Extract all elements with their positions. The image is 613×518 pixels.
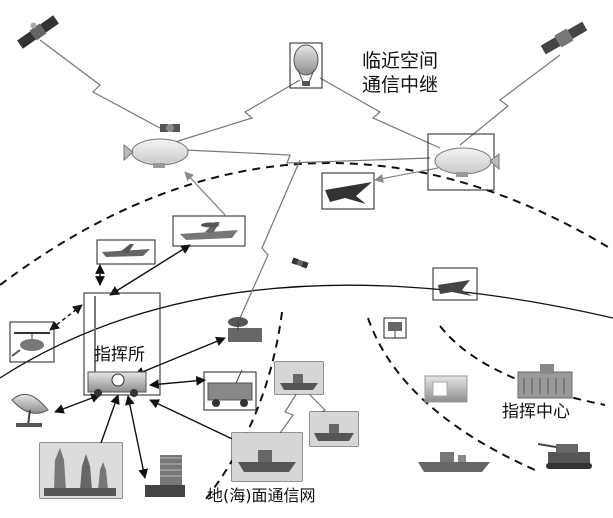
arrow-post-radar-array bbox=[124, 395, 149, 479]
warship-icon bbox=[275, 362, 323, 394]
stealth-aircraft-icon bbox=[438, 280, 472, 296]
link-balloon-airship-right bbox=[319, 77, 441, 149]
near-space-relay-label-line1: 临近空间 bbox=[362, 50, 439, 72]
missile-launcher-icon bbox=[40, 443, 122, 498]
frame-transport bbox=[96, 239, 156, 265]
radar-array-icon bbox=[145, 455, 185, 497]
ground-sea-network-label: 地(海)面通信网 bbox=[207, 486, 316, 505]
satellite-center-icon bbox=[291, 257, 309, 269]
link-airship-radar-vehicle bbox=[239, 159, 301, 319]
near-space-relay-label-line2: 通信中继 bbox=[362, 74, 439, 96]
frame-stealth bbox=[321, 172, 375, 210]
frame-awacs bbox=[172, 215, 246, 247]
balloon-icon bbox=[293, 44, 319, 86]
frame-balloon bbox=[289, 42, 323, 89]
frame-stealth-aircraft-2 bbox=[432, 267, 478, 301]
warship-icon bbox=[232, 433, 302, 481]
near-space-relay-label: 临近空间 通信中继 bbox=[362, 49, 438, 97]
link-satellite-left-airship bbox=[39, 39, 161, 129]
airship-left-icon bbox=[123, 138, 189, 168]
command-post-label: 指挥所 bbox=[94, 345, 145, 365]
frame-helicopter bbox=[9, 321, 55, 363]
aircraft-icon bbox=[102, 244, 150, 257]
camera-icon bbox=[388, 322, 402, 338]
arrow-post-helicopter bbox=[49, 304, 83, 331]
arrow-post-dish bbox=[54, 393, 101, 414]
ground-network-dashed-boundary bbox=[204, 311, 283, 501]
link-satellite-right-airship bbox=[459, 54, 561, 146]
awacs-aircraft-icon bbox=[180, 222, 238, 240]
warship-icon bbox=[310, 412, 358, 446]
link-balloon-airship-left bbox=[174, 79, 301, 143]
link-ship-top-bottom bbox=[274, 387, 301, 441]
armored-vehicle-icon bbox=[207, 369, 253, 407]
satellite-dish-icon bbox=[11, 393, 49, 427]
arrow-awacs-airship-gray bbox=[184, 171, 226, 216]
satellite-small-icon bbox=[160, 124, 180, 132]
arrow-post-radar-vehicle bbox=[134, 336, 226, 377]
command-vehicle-icon bbox=[87, 296, 147, 397]
arrow-post-armored-vehicle bbox=[149, 375, 206, 390]
command-center-label: 指挥中心 bbox=[502, 402, 570, 422]
warship-icon bbox=[418, 452, 490, 472]
stealth-aircraft-icon bbox=[325, 182, 372, 204]
near-space-boundary-dashed-arc bbox=[0, 162, 613, 286]
helicopter-icon bbox=[11, 332, 50, 357]
satellite-left-icon bbox=[17, 15, 59, 49]
airship-right-icon bbox=[434, 147, 500, 177]
frame-command-post bbox=[83, 292, 161, 396]
tank-icon bbox=[537, 443, 592, 469]
command-center-dashed-boundary-outer bbox=[439, 325, 606, 406]
building-icon bbox=[517, 364, 573, 399]
frame-armored bbox=[203, 371, 257, 411]
radar-vehicle-icon bbox=[228, 317, 262, 342]
satellite-right-icon bbox=[540, 21, 588, 55]
earth-surface-arc bbox=[0, 284, 613, 379]
radome-icon bbox=[424, 375, 468, 403]
link-airships bbox=[184, 149, 431, 164]
arrow-post-awacs bbox=[109, 244, 191, 296]
arrow-post-ship bbox=[149, 399, 246, 446]
